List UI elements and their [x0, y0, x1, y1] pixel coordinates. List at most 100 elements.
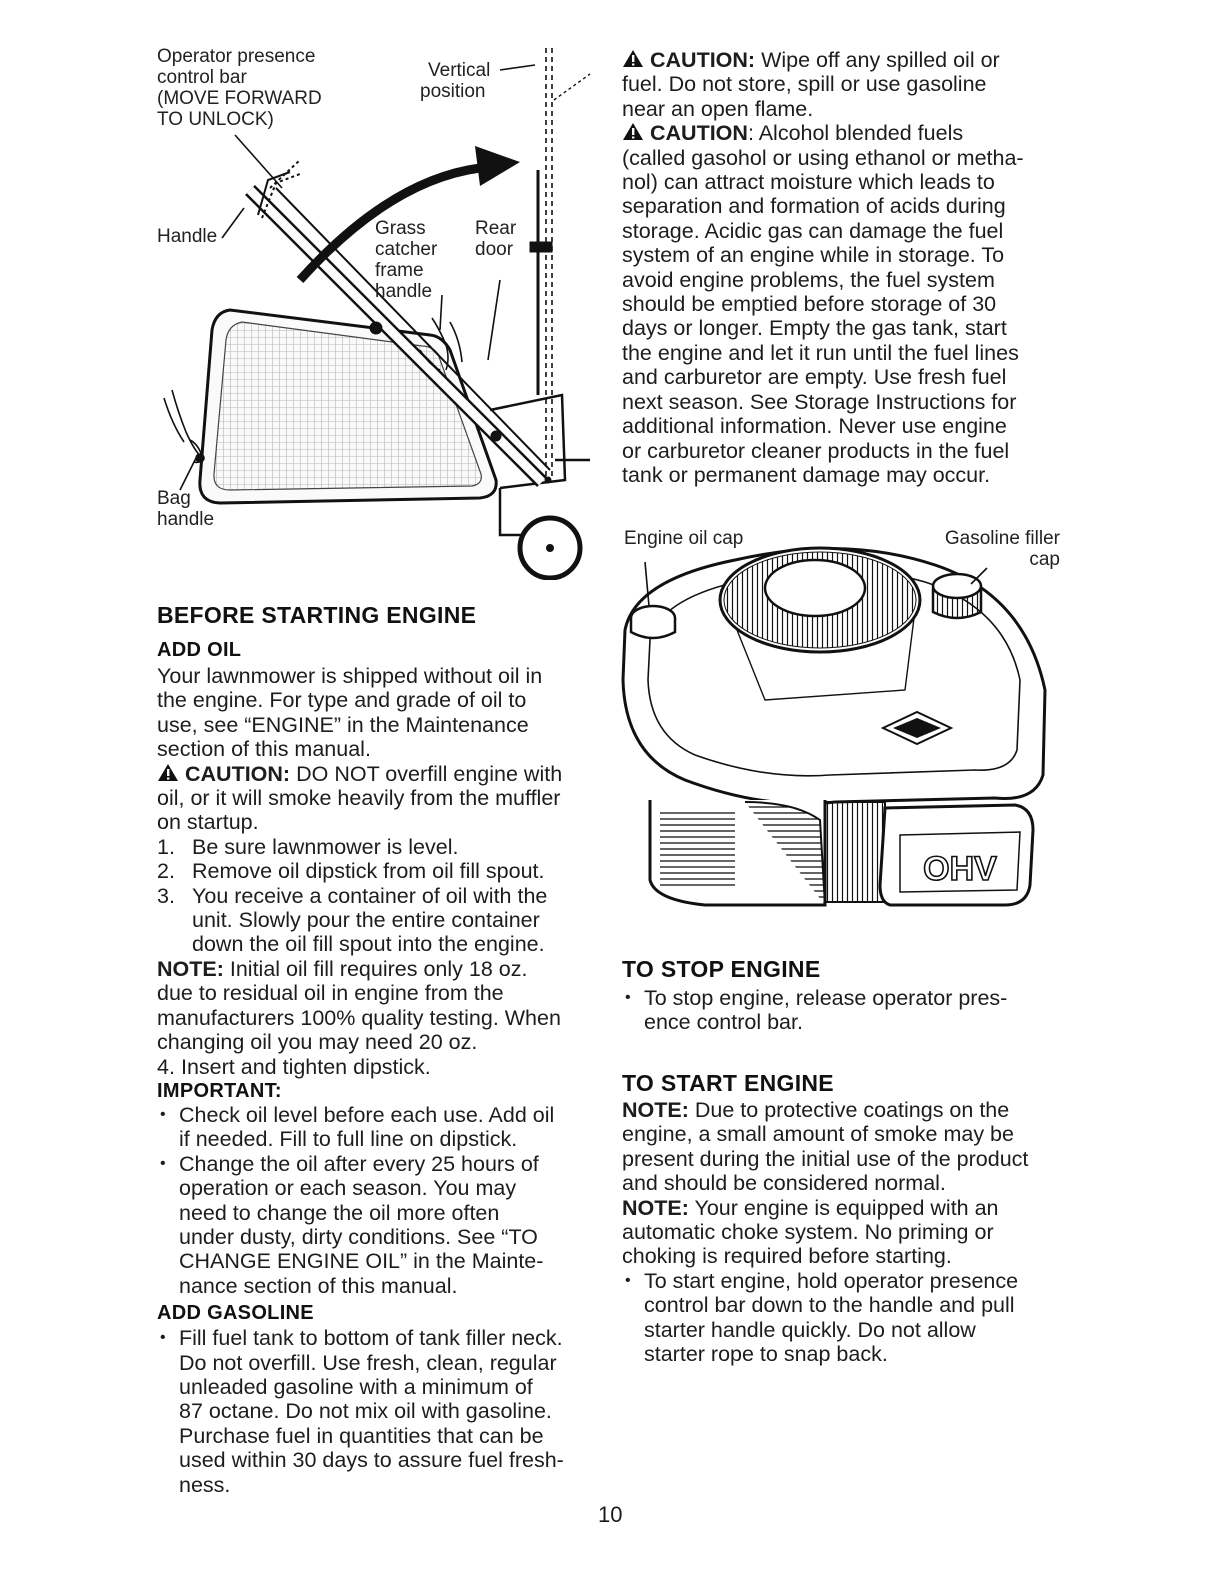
label-line: door	[475, 239, 514, 260]
text-line: Change the oil after every 25 hours of	[179, 1151, 539, 1176]
label-line: Bag	[157, 488, 191, 509]
text-line: Your lawnmower is shipped without oil in	[157, 664, 543, 688]
handle-tube	[245, 185, 552, 487]
start-engine-body: NOTE: Due to protective coatings on the …	[622, 1098, 1072, 1366]
label-line: catcher	[375, 239, 438, 260]
text-line: Insert and tighten dipstick.	[181, 1054, 431, 1079]
page-number: 10	[598, 1502, 623, 1527]
text-line: changing oil you may need 20 oz.	[157, 1030, 478, 1055]
add-oil-intro: Your lawnmower is shipped without oil in…	[157, 664, 602, 762]
rotation-arrow-icon	[296, 146, 520, 284]
wheel	[517, 515, 583, 580]
text-line: used within 30 days to assure fuel fresh…	[179, 1448, 564, 1473]
text-line: should be emptied before storage of 30	[622, 292, 997, 317]
warning-triangle-icon	[158, 763, 178, 781]
text-line: tank or permanent damage may occur.	[622, 462, 991, 487]
engine-figure: OHV	[621, 546, 1047, 907]
text-line: : Alcohol blended fuels	[747, 121, 964, 146]
label-engine-oil-cap: Engine oil cap	[624, 528, 744, 549]
label-line: Operator presence	[157, 46, 316, 67]
text-line: unleaded gasoline with a minimum of	[179, 1374, 533, 1399]
warning-triangle-icon	[623, 50, 643, 67]
text-line: Check oil level before each use. Add oil	[179, 1102, 555, 1127]
brand-logo-badge	[880, 710, 954, 746]
text-line: the engine and let it run until the fuel…	[622, 340, 1019, 365]
bullet-item: Check oil level before each use. Add oil…	[157, 1103, 602, 1152]
text-line: and should be considered normal.	[622, 1171, 946, 1196]
text-line: To start engine, hold operator presence	[644, 1268, 1019, 1293]
step-number: 3.	[157, 883, 175, 908]
text-line: nol) can attract moisture which leads to	[622, 170, 995, 195]
leader-lines	[179, 64, 536, 491]
text-line: additional information. Never use engine	[622, 414, 1007, 439]
bullet-item: Change the oil after every 25 hours ofop…	[157, 1152, 602, 1298]
rear-door	[529, 48, 591, 480]
right-cautions: CAUTION: Wipe off any spilled oil or fue…	[622, 48, 1072, 487]
text-line: 87 octane. Do not mix oil with gasoline.	[179, 1399, 552, 1424]
step-item: 3. You receive a container of oil with th…	[157, 884, 602, 957]
text-line: section of this manual.	[157, 737, 371, 762]
gas-cap-icon	[931, 572, 983, 620]
text-line: separation and formation of acids during	[622, 194, 1006, 219]
text-line: if needed. Fill to full line on dipstick…	[179, 1127, 518, 1152]
text-line: present during the initial use of the pr…	[622, 1146, 1029, 1171]
caution-label: CAUTION	[650, 121, 748, 146]
step-number: 4.	[157, 1054, 175, 1079]
text-line: (called gasohol or using ethanol or meth…	[622, 145, 1024, 170]
heading-add-gasoline: ADD GASOLINE	[157, 1302, 314, 1325]
text-line: manufacturers 100% quality testing. When	[157, 1005, 561, 1030]
label-line: Gasoline filler	[944, 528, 1060, 549]
text-line: Your engine is equipped with an	[694, 1195, 999, 1220]
text-line: Remove oil dipstick from oil fill spout.	[192, 859, 545, 884]
text-line: and carburetor are empty. Use fresh fuel	[622, 365, 1007, 390]
caution-label: CAUTION:	[650, 48, 756, 72]
label-gasoline-filler-cap: Gasoline filler cap	[934, 528, 1060, 570]
catcher-hand	[419, 317, 463, 371]
heading-before-starting: BEFORE STARTING ENGINE	[157, 602, 477, 628]
label-rear-door: Rear door	[475, 218, 516, 260]
text-line: oil, or it will smoke heavily from the m…	[157, 786, 561, 811]
text-line: You receive a container of oil with the	[192, 883, 548, 908]
text-line: need to change the oil more often	[179, 1200, 500, 1225]
note-label: NOTE:	[157, 956, 224, 981]
text-line: Purchase fuel in quantities that can be	[179, 1423, 544, 1448]
label-line: cap	[1029, 549, 1060, 570]
text-line: CHANGE ENGINE OIL” in the Mainte-	[179, 1249, 544, 1274]
text-line: storage. Acidic gas can damage the fuel	[622, 218, 1004, 243]
text-line: choking is required before starting.	[622, 1244, 952, 1269]
note-label: NOTE:	[622, 1098, 689, 1122]
text-line: automatic choke system. No priming or	[622, 1220, 994, 1245]
text-line: use, see “ENGINE” in the Maintenance	[157, 712, 529, 737]
text-line: system of an engine while in storage. To	[622, 243, 1005, 268]
bullet-item: To start engine, hold operator presence …	[622, 1269, 1072, 1367]
label-line: TO UNLOCK)	[157, 109, 274, 130]
caution-alcohol-fuels: CAUTION: Alcohol blended fuels (called g…	[622, 121, 1072, 487]
oil-cap-icon	[629, 604, 677, 640]
step-item: 2.Remove oil dipstick from oil fill spou…	[157, 859, 602, 883]
text-line: unit. Slowly pour the entire container	[192, 908, 540, 933]
label-line: Rear	[475, 218, 517, 239]
heading-important: IMPORTANT:	[157, 1079, 282, 1102]
text-line: To stop engine, release operator pres-	[644, 986, 1008, 1010]
text-line: on startup.	[157, 810, 259, 835]
text-line: DO NOT overfill engine with	[296, 761, 563, 786]
text-line: days or longer. Empty the gas tank, star…	[622, 316, 1007, 341]
text-line: down the oil fill spout into the engine.	[192, 932, 545, 957]
label-line: handle	[375, 281, 433, 302]
mower-handle-figure	[163, 48, 591, 580]
label-grass-catcher: Grass catcher frame handle	[375, 218, 437, 302]
ohv-emblem: OHV	[923, 850, 997, 888]
caution-label: CAUTION:	[185, 761, 291, 786]
text-line: avoid engine problems, the fuel system	[622, 267, 995, 292]
text-line: ness.	[179, 1472, 231, 1497]
text-line: engine, a small amount of smoke may be	[622, 1122, 1014, 1147]
text-line: near an open flame.	[622, 96, 814, 121]
engine-fan	[718, 546, 922, 654]
note-oil-fill: NOTE: Initial oil fill requires only 18 …	[157, 957, 602, 1055]
label-line: (MOVE FORWARD	[157, 88, 322, 109]
text-line: or carburetor cleaner products in the fu…	[622, 438, 1010, 463]
text-line: the engine. For type and grade of oil to	[157, 688, 527, 713]
mower-body	[489, 393, 590, 537]
left-column-body: Your lawnmower is shipped without oil in…	[157, 664, 602, 1497]
step-item: 4.Insert and tighten dipstick.	[157, 1055, 602, 1079]
